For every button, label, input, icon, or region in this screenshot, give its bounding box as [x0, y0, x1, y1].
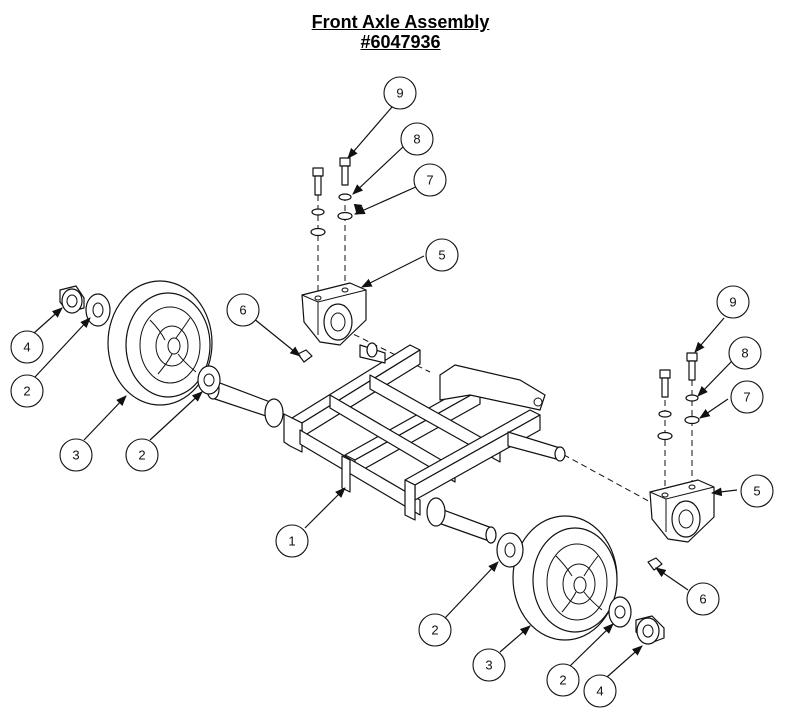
- svg-text:7: 7: [743, 390, 750, 405]
- callout-2-left-inner: 2: [125, 438, 159, 472]
- callout-3-left: 3: [59, 438, 93, 472]
- center-lines: [317, 195, 693, 511]
- left-bolts: [310, 157, 353, 237]
- callout-8-left: 8: [400, 122, 434, 156]
- svg-text:4: 4: [23, 340, 30, 355]
- svg-text:3: 3: [72, 448, 79, 463]
- callout-5-right: 5: [740, 474, 774, 508]
- callout-7-left: 7: [413, 163, 447, 197]
- left-wheel: [107, 280, 213, 406]
- callout-3-right: 3: [472, 648, 506, 682]
- right-bolts: [657, 352, 700, 441]
- svg-text:7: 7: [426, 173, 433, 188]
- leader-lines: [33, 106, 738, 678]
- callout-8-right: 8: [728, 336, 762, 370]
- callout-1: 1: [275, 524, 309, 558]
- svg-text:2: 2: [431, 623, 438, 638]
- svg-text:4: 4: [596, 684, 603, 699]
- svg-text:6: 6: [239, 303, 246, 318]
- right-wheel: [512, 515, 618, 641]
- callout-2-left-outer: 2: [10, 374, 44, 408]
- callout-4-left: 4: [10, 330, 44, 364]
- axle-frame: [206, 342, 566, 544]
- callout-4-right: 4: [583, 674, 617, 708]
- svg-text:9: 9: [396, 86, 403, 101]
- callout-6-right: 6: [686, 582, 720, 616]
- diagram-title: Front Axle Assembly: [311, 12, 490, 32]
- callout-9-left: 9: [383, 76, 417, 110]
- svg-text:2: 2: [559, 673, 566, 688]
- callout-7-right: 7: [730, 380, 764, 414]
- svg-text:3: 3: [485, 658, 492, 673]
- callout-9-right: 9: [716, 285, 750, 319]
- svg-text:2: 2: [23, 384, 30, 399]
- svg-text:8: 8: [413, 132, 420, 147]
- svg-text:8: 8: [741, 346, 748, 361]
- svg-text:2: 2: [138, 448, 145, 463]
- svg-text:5: 5: [753, 484, 760, 499]
- part-number: #6047936: [360, 32, 441, 52]
- callout-6-left: 6: [226, 293, 260, 327]
- left-bearing-block: [297, 282, 367, 363]
- svg-text:9: 9: [729, 295, 736, 310]
- right-bearing-block: [647, 479, 715, 571]
- svg-text:5: 5: [438, 248, 445, 263]
- svg-text:1: 1: [288, 534, 295, 549]
- callout-2-right-outer: 2: [546, 663, 580, 697]
- washers-collars: [59, 285, 665, 645]
- callout-2-right-inner: 2: [418, 613, 452, 647]
- callout-5-left: 5: [425, 238, 459, 272]
- svg-text:6: 6: [699, 592, 706, 607]
